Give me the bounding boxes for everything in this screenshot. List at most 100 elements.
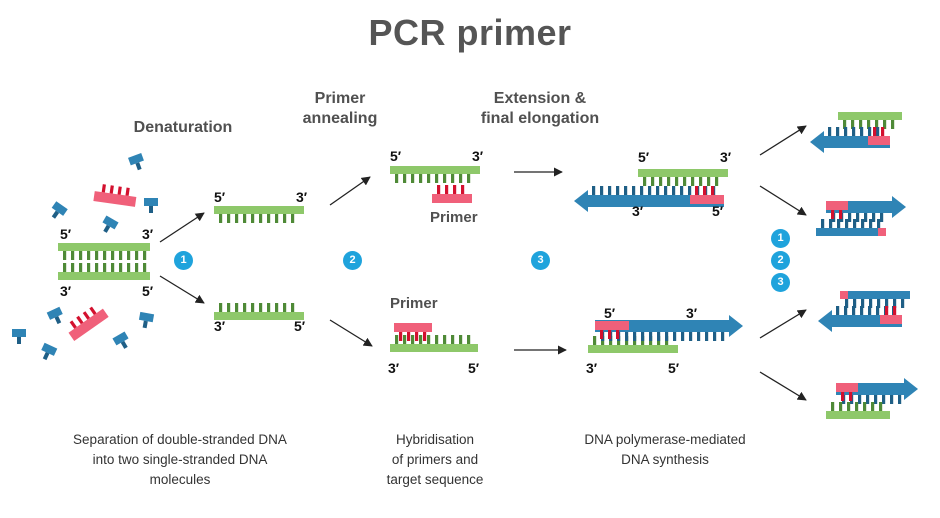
product-1-primer-base	[873, 127, 877, 136]
badge-cycle-2: 2	[771, 251, 790, 270]
ssdna-top-strand-base	[235, 214, 239, 223]
product-2-lower-strand-backbone	[816, 228, 886, 236]
ssdna-bottom-strand-backbone	[214, 312, 304, 320]
product-4-new-strand-base	[898, 395, 902, 404]
dsdna-top-strand-base	[135, 251, 139, 260]
product-3-upper-primer-end	[840, 291, 848, 299]
ssdna-top-strand-base	[219, 214, 223, 223]
anneal-top-primer-base	[437, 185, 441, 194]
extend-bottom-new-strand-base	[641, 332, 645, 341]
arrow-anneal-down	[329, 319, 373, 347]
product-4-template-base	[847, 402, 851, 411]
product-3-upper-strand-base	[901, 299, 905, 308]
dsdna-bottom-strand-base	[119, 263, 123, 272]
product-4-template-base	[839, 402, 843, 411]
dsdna-top-strand-base	[95, 251, 99, 260]
ssdna-top-strand-base	[227, 214, 231, 223]
product-2-lower-strand-base	[829, 219, 833, 228]
anneal-bottom-template-backbone	[390, 344, 478, 352]
dsdna-bottom-strand-base	[103, 263, 107, 272]
free-nucleotide-9	[112, 331, 129, 349]
anneal-bottom-primer-base	[415, 332, 419, 341]
label-5prime-ds-top: 5′	[60, 226, 72, 242]
anneal-bottom-template-base	[467, 335, 471, 344]
extend-top-new-strand-base	[680, 186, 684, 195]
step-annealing-line-2: annealing	[302, 110, 378, 127]
label-5prime-anneal-top: 5′	[390, 148, 402, 164]
dsdna-top-strand-base	[79, 251, 83, 260]
free-nucleotide-3	[51, 201, 68, 219]
ssdna-bottom-strand-base	[235, 303, 239, 312]
dsdna-top-strand-base	[63, 251, 67, 260]
ssdna-top-strand-base	[267, 214, 271, 223]
ssdna-top-strand-base	[275, 214, 279, 223]
ssdna-top-strand-base	[251, 214, 255, 223]
product-3-upper-strand-base	[893, 299, 897, 308]
extend-top-template-base	[707, 177, 711, 186]
extend-bottom-new-strand-base	[697, 332, 701, 341]
step-denaturation-label: Denaturation	[133, 119, 233, 136]
free-nucleotide-7	[12, 329, 26, 344]
extend-top-template-base	[699, 177, 703, 186]
product-4-template-base	[879, 402, 883, 411]
product-1-primer-base	[881, 127, 885, 136]
extend-top-primer-base	[703, 186, 707, 195]
extend-top-new-strand-base	[600, 186, 604, 195]
product-3-upper-strand-base	[845, 299, 849, 308]
dsdna-top-strand-base	[111, 251, 115, 260]
product-1-primer-body	[868, 136, 890, 145]
anneal-top-primer-base	[453, 185, 457, 194]
label-5prime-ext-newbottom: 5′	[604, 305, 616, 321]
anneal-top-template-base	[395, 174, 399, 183]
step-extension-line-1: Extension &	[493, 90, 587, 107]
product-1-template-base	[851, 120, 855, 129]
extend-top-new-strand-base	[632, 186, 636, 195]
product-4-template-base	[855, 402, 859, 411]
anneal-top-template-base	[451, 174, 455, 183]
product-2-lower-strand-base	[837, 219, 841, 228]
label-5prime-ds-bottom: 5′	[142, 283, 154, 299]
badge-cycle-1: 1	[771, 229, 790, 248]
product-2-primer-base	[831, 210, 835, 219]
anneal-bottom-template-base	[419, 335, 423, 344]
label-3prime-ext-top: 3′	[720, 149, 732, 165]
step-extension-line-2: final elongation	[480, 110, 600, 127]
anneal-bottom-template-base	[427, 335, 431, 344]
caption-annealing-line-1: Hybridisation	[395, 432, 475, 447]
caption-denaturation-line-3: molecules	[149, 472, 211, 487]
anneal-bottom-template-base	[411, 335, 415, 344]
extend-top-primer-base	[711, 186, 715, 195]
extend-top-new-strand-base	[656, 186, 660, 195]
extend-bottom-template-base	[593, 336, 597, 345]
extend-bottom-template-backbone	[588, 345, 678, 353]
product-3-upper-strand-base	[877, 299, 881, 308]
label-5prime-ext-top: 5′	[638, 149, 650, 165]
product-4-template-base	[831, 402, 835, 411]
product-4-primer-body	[836, 383, 858, 392]
caption-denaturation: Separation of double-stranded DNA into t…	[40, 430, 320, 490]
dsdna-bottom-strand-backbone	[58, 272, 150, 280]
dsdna-top-strand-base	[103, 251, 107, 260]
label-3prime-ss-top: 3′	[296, 189, 308, 205]
anneal-bottom-primer-base	[399, 332, 403, 341]
product-1-new-strand-base	[828, 127, 832, 136]
extend-bottom-primer-base	[616, 330, 620, 339]
step-annealing-line-1: Primer	[314, 90, 366, 107]
arrow-anneal-up	[329, 176, 371, 206]
anneal-top-primer-body	[432, 194, 472, 203]
product-4-template-base	[863, 402, 867, 411]
dsdna-bottom-strand-base	[95, 263, 99, 272]
product-2-lower-strand-base	[877, 219, 881, 228]
product-3-upper-strand-base	[885, 299, 889, 308]
product-2-new-strand-base	[864, 213, 868, 222]
product-4-new-strand-base	[858, 395, 862, 404]
extend-top-primer-base	[695, 186, 699, 195]
badge-cycle-3: 3	[771, 273, 790, 292]
dsdna-bottom-strand-base	[79, 263, 83, 272]
label-5prime-ext-newtop: 5′	[712, 203, 724, 219]
extend-top-template-base	[659, 177, 663, 186]
product-3-upper-strand-base	[869, 299, 873, 308]
free-nucleotide-8	[41, 342, 58, 361]
label-3prime-ext-newtop: 3′	[632, 203, 644, 219]
anneal-top-template-base	[427, 174, 431, 183]
